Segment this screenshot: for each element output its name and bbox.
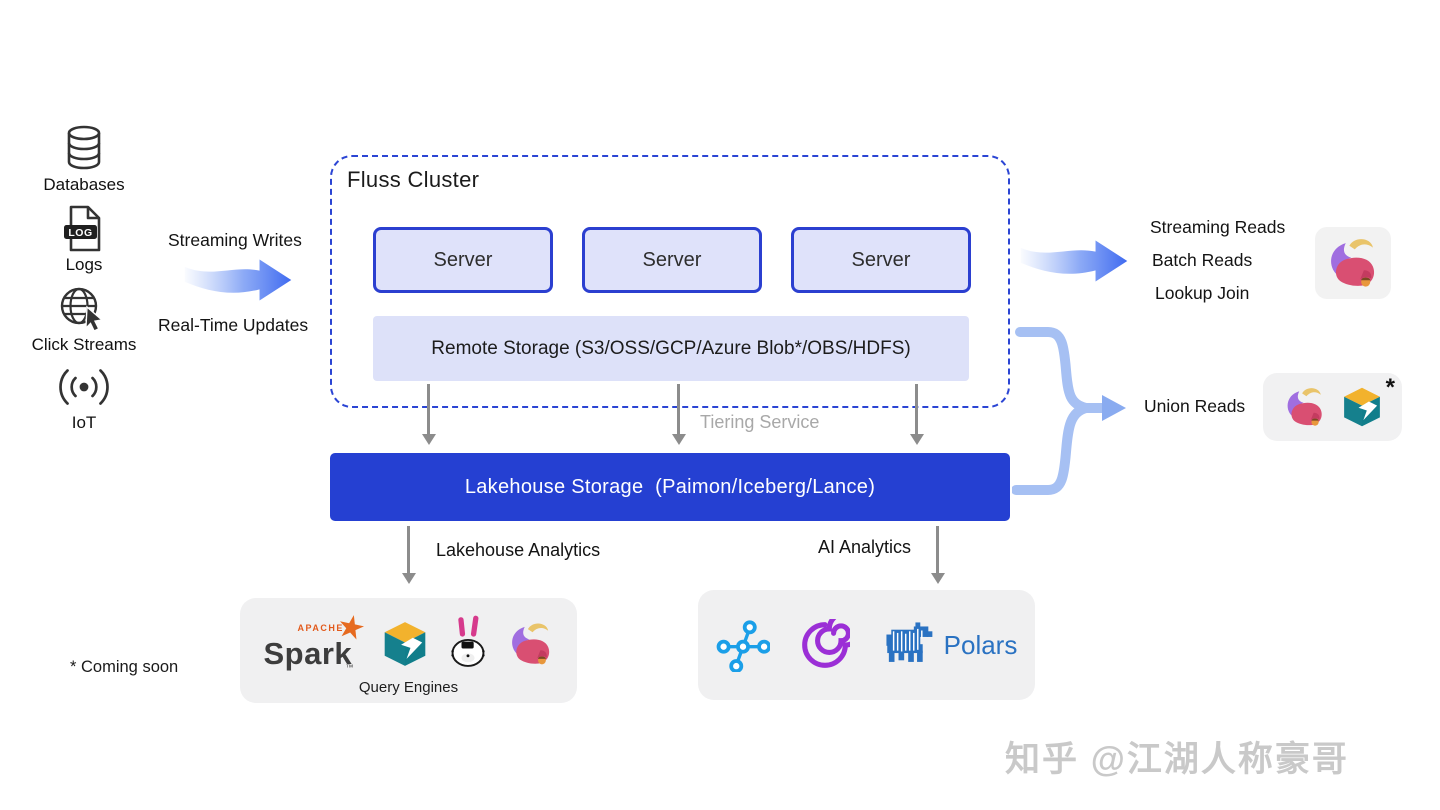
source-databases: Databases [14,124,154,195]
iot-signal-icon [59,369,109,405]
lakehouse-storage-label: Lakehouse Storage (Paimon/Iceberg/Lance) [464,475,876,498]
streaming-reads-label: Streaming Reads [1150,217,1286,237]
realtime-updates-label: Real-Time Updates [158,315,309,335]
union-reads-engines-chip: * [1263,373,1402,441]
lakehouse-storage-bar: Lakehouse Storage (Paimon/Iceberg/Lance) [330,453,1010,521]
down-arrow-icon [930,526,945,584]
lookup-join-label: Lookup Join [1155,283,1250,303]
coming-soon-footnote: * Coming soon [70,658,179,676]
ai-analytics-label: AI Analytics [818,537,912,557]
database-icon [67,125,101,170]
down-arrow-icon [421,384,436,445]
source-click-streams: Click Streams [14,284,154,355]
gradient-arrow-right-icon [1020,240,1128,282]
daft-spiral-logo [801,619,850,668]
svg-text:LOG: LOG [68,227,92,239]
batch-reads-label: Batch Reads [1152,250,1253,270]
polars-bear-icon [886,622,933,662]
source-label: Click Streams [31,335,137,354]
flink-engine-chip [1315,227,1391,299]
trino-bunny-logo [450,615,485,667]
paimon-cube-logo [1343,387,1380,427]
tiering-service-label: Tiering Service [700,412,820,432]
polars-name-text: Polars [943,629,1018,660]
server-label: Server [851,248,911,271]
spark-trademark: ™ [345,662,354,672]
streaming-writes-label: Streaming Writes [168,230,302,250]
remote-storage-box: Remote Storage (S3/OSS/GCP/Azure Blob*/O… [373,316,969,381]
zhihu-watermark: 知乎 @江湖人称豪哥 [1005,740,1349,779]
flink-squirrel-logo [511,622,549,664]
down-arrow-icon [671,384,686,445]
server-box-2: Server [582,227,762,293]
merge-brace-arrow-icon [1012,327,1126,495]
log-file-icon: LOG [64,205,101,252]
coming-soon-asterisk: * [1385,374,1395,401]
spark-apache-text: APACHE [297,622,344,633]
ray-logo [716,620,770,672]
click-streams-icon [60,287,104,332]
union-reads-label: Union Reads [1144,396,1246,416]
flink-squirrel-logo [1331,239,1375,287]
source-logs: LOG Logs [14,204,154,275]
server-label: Server [642,248,702,271]
lakehouse-analytics-label: Lakehouse Analytics [436,540,601,560]
gradient-arrow-right-icon [184,259,292,301]
polars-logo: Polars [880,622,1018,668]
remote-storage-label: Remote Storage (S3/OSS/GCP/Azure Blob*/O… [431,337,911,359]
spark-name-text: Spark [263,635,353,671]
down-arrow-icon [909,384,924,445]
source-label: Logs [65,255,103,274]
flink-squirrel-logo [1287,388,1322,426]
fluss-cluster-box [330,155,1010,408]
source-label: Databases [43,175,125,194]
query-engines-card: APACHE ★ Spark ™ [240,598,577,703]
paimon-cube-logo [384,621,425,666]
source-label: IoT [71,413,97,432]
ai-engines-card: Polars [698,590,1035,700]
server-box-3: Server [791,227,971,293]
server-box-1: Server [373,227,553,293]
down-arrow-icon [401,526,416,584]
query-engines-caption: Query Engines [358,679,459,696]
source-iot: IoT [14,366,154,433]
server-label: Server [433,248,493,271]
spark-logo: APACHE ★ Spark ™ [262,606,369,672]
cluster-title: Fluss Cluster [347,167,480,192]
